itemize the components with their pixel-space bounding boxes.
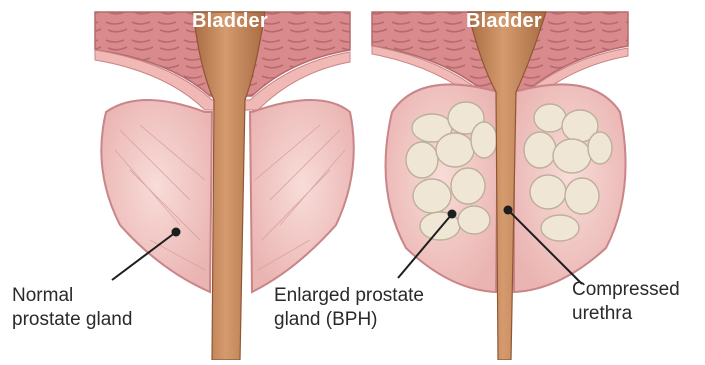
normal-gland-label: Normal prostate gland [12, 284, 132, 332]
urethra-pointer-dot [504, 206, 513, 215]
enlarged-gland-label-line1: Enlarged prostate [274, 284, 424, 308]
compressed-urethra-label: Compressed urethra [572, 278, 680, 326]
normal-gland-label-line2: prostate gland [12, 308, 132, 332]
compressed-urethra-label-line2: urethra [572, 302, 680, 326]
enlarged-bladder-heading: Bladder [466, 10, 542, 33]
enlarged-gland-label-line2: gland (BPH) [274, 308, 424, 332]
normal-gland-right-lobe [250, 100, 354, 292]
normal-gland-pointer-dot [172, 228, 181, 237]
normal-bladder-heading: Bladder [192, 10, 268, 33]
normal-gland-left-lobe [101, 100, 212, 292]
normal-gland-label-line1: Normal [12, 284, 132, 308]
compressed-urethra-label-line1: Compressed [572, 278, 680, 302]
enlarged-gland-label: Enlarged prostate gland (BPH) [274, 284, 424, 332]
enlarged-gland-pointer-dot [448, 210, 457, 219]
